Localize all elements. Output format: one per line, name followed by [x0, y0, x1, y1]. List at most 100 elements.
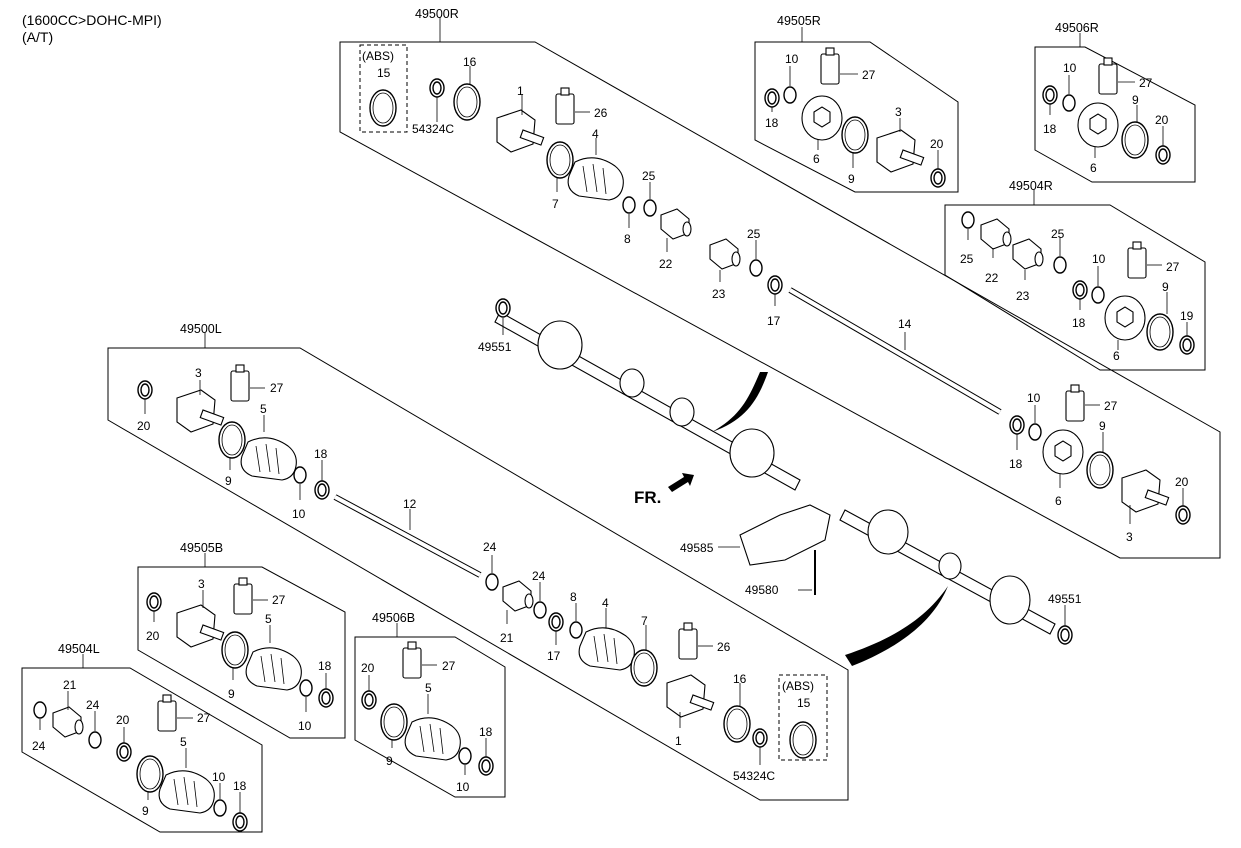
box-49504R	[944, 204, 1206, 371]
ring-part-icon	[1155, 145, 1171, 165]
joint-part-icon	[1121, 469, 1170, 513]
bigring-part-icon	[789, 721, 817, 759]
clamp-part-icon	[1053, 256, 1067, 274]
label-25-49504R-b: 25	[1051, 227, 1065, 241]
grease-part-icon	[402, 641, 422, 679]
label-27-49505R: 27	[862, 68, 876, 82]
label-16-right: 16	[463, 55, 477, 69]
label-10-49506R: 10	[1063, 61, 1077, 75]
grease-part-icon	[1098, 57, 1118, 95]
ring-part-icon	[318, 688, 334, 708]
bigring-part-icon	[380, 703, 408, 741]
title-49506R: 49506R	[1055, 21, 1099, 35]
ring-part-icon	[429, 78, 445, 98]
label-10-49506B: 10	[456, 780, 470, 794]
joint-part-icon	[666, 674, 715, 718]
clamp-part-icon	[643, 199, 657, 217]
grease-part-icon	[230, 364, 250, 402]
ring-part-icon	[1009, 415, 1025, 435]
box-49505B	[137, 566, 346, 739]
fr-label: FR.	[634, 488, 661, 507]
label-27-49505B: 27	[272, 593, 286, 607]
ring-part-icon	[1057, 625, 1073, 645]
bigring-part-icon	[218, 421, 246, 459]
label-20-left: 20	[137, 419, 151, 433]
label-9-right: 9	[1099, 419, 1106, 433]
ring-part-icon	[764, 88, 780, 108]
label-27-49504R: 27	[1166, 260, 1180, 274]
label-8-left: 8	[570, 590, 577, 604]
label-6-49506R: 6	[1090, 161, 1097, 175]
ring-part-icon	[1072, 280, 1088, 300]
clamp-part-icon	[622, 196, 636, 214]
box-49505R	[754, 41, 959, 193]
label-18-left: 18	[314, 447, 328, 461]
driveshaft-right-assembly	[494, 311, 801, 491]
label-5-49504L: 5	[180, 735, 187, 749]
boot-part-icon	[404, 717, 461, 761]
label-27-49506B: 27	[442, 659, 456, 673]
bigring-part-icon	[546, 141, 574, 179]
box-49500L	[107, 347, 849, 801]
label-3-right: 3	[1126, 530, 1133, 544]
ring-part-icon	[116, 742, 132, 762]
label-24-49504L-b: 24	[86, 698, 100, 712]
label-7-left: 7	[641, 614, 648, 628]
label-18-49506R: 18	[1043, 122, 1057, 136]
damper-part-icon	[502, 580, 534, 612]
label-9-49506B: 9	[386, 754, 393, 768]
label-15-left: 15	[797, 696, 811, 710]
label-20-49506B: 20	[361, 661, 375, 675]
label-10-49504R: 10	[1092, 252, 1106, 266]
title-49504R: 49504R	[1009, 179, 1053, 193]
abs-box-right	[359, 44, 408, 133]
ring-part-icon	[361, 690, 377, 710]
abs-label-right: (ABS)	[362, 49, 394, 63]
label-5-49506B: 5	[425, 681, 432, 695]
damper-part-icon	[52, 706, 84, 738]
label-22-49504R: 22	[985, 271, 999, 285]
label-49551-right: 49551	[478, 340, 512, 354]
clamp-part-icon	[569, 621, 583, 639]
bigring-part-icon	[369, 89, 397, 127]
clamp-part-icon	[533, 601, 547, 619]
clamp-part-icon	[961, 211, 975, 229]
label-20-49505R: 20	[930, 137, 944, 151]
label-18-49506B: 18	[479, 725, 493, 739]
boot-part-icon	[158, 770, 215, 814]
title-49505R: 49505R	[777, 14, 821, 28]
label-6-right: 6	[1055, 494, 1062, 508]
label-49580: 49580	[745, 583, 779, 597]
bigring-part-icon	[841, 116, 869, 154]
engine-spec: (1600CC>DOHC-MPI)	[22, 12, 162, 28]
label-10-right: 10	[1027, 391, 1041, 405]
clamp-part-icon	[33, 701, 47, 719]
grease-part-icon	[157, 694, 177, 732]
label-9-49505R: 9	[848, 172, 855, 186]
title-49505B: 49505B	[180, 541, 223, 555]
clamp-part-icon	[749, 259, 763, 277]
grease-part-icon	[820, 47, 840, 85]
ring-part-icon	[1175, 505, 1191, 525]
label-25-right-a: 25	[642, 169, 656, 183]
joint-part-icon	[876, 129, 925, 173]
label-23-right: 23	[712, 287, 726, 301]
label-7-right: 7	[552, 197, 559, 211]
box-49504L	[21, 667, 263, 833]
title-49500L: 49500L	[180, 322, 222, 336]
label-9-49505B: 9	[228, 687, 235, 701]
label-20-49504L: 20	[116, 713, 130, 727]
label-15-right: 15	[377, 66, 391, 80]
damper-part-icon	[660, 208, 692, 240]
clamp-part-icon	[293, 466, 307, 484]
label-21-49504L: 21	[63, 678, 77, 692]
cup-part-icon	[1042, 429, 1084, 475]
ring-part-icon	[752, 728, 768, 748]
bigring-part-icon	[1121, 121, 1149, 159]
bigring-part-icon	[630, 649, 658, 687]
label-10-49504L: 10	[212, 770, 226, 784]
label-10-left: 10	[292, 507, 306, 521]
label-18-49505B: 18	[318, 659, 332, 673]
label-14: 14	[898, 317, 912, 331]
